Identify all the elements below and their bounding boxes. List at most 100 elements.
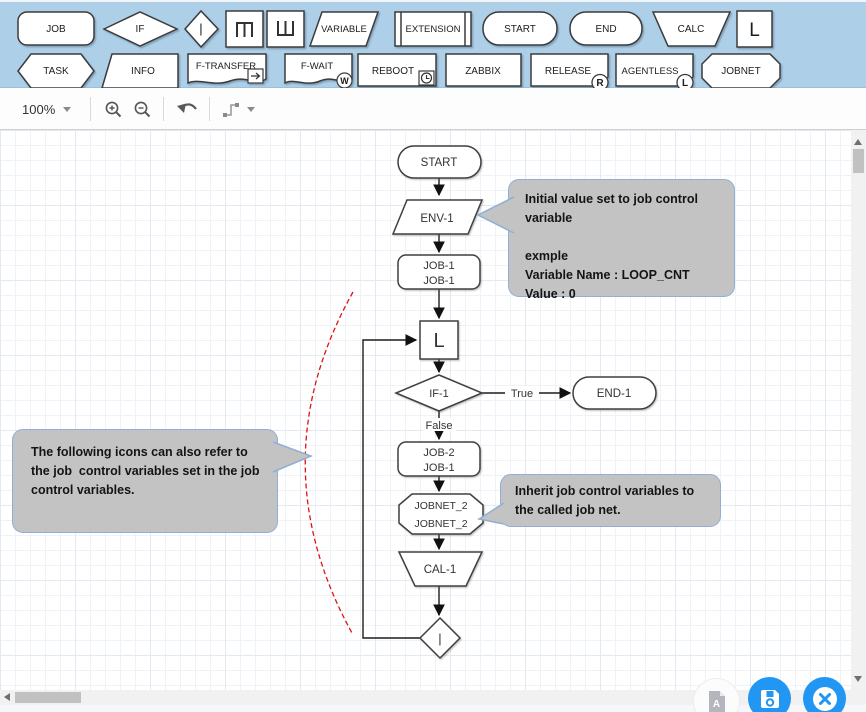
chevron-down-icon (247, 106, 255, 112)
node-loop-end[interactable]: | (418, 616, 462, 660)
palette-item-task[interactable]: TASK (17, 53, 95, 88)
svg-text:AGENTLESS: AGENTLESS (621, 66, 678, 77)
svg-text:JOB-1: JOB-1 (423, 260, 454, 272)
callout-initial-value[interactable]: Initial value set to job control variabl… (508, 179, 735, 301)
palette-item-extension[interactable]: EXTENSION (394, 11, 472, 47)
svg-text:END: END (595, 24, 616, 35)
palette-item-zabbix[interactable]: ZABBIX (445, 53, 522, 87)
palette-item-end[interactable]: END (569, 11, 643, 46)
red-brace-annotation (304, 291, 354, 634)
palette-item-reboot[interactable]: REBOOT (357, 53, 437, 87)
scroll-down-icon[interactable] (854, 676, 862, 682)
scroll-left-icon[interactable] (4, 693, 10, 701)
svg-text:JOBNET: JOBNET (721, 66, 760, 77)
callout-spacer (525, 228, 724, 247)
palette-item-start[interactable]: START (482, 11, 558, 46)
horizontal-scroll-thumb[interactable] (15, 692, 81, 703)
status-strip (0, 705, 866, 712)
zoom-in-button[interactable] (104, 88, 123, 130)
palette-item-agentless[interactable]: AGENTLESS L (615, 53, 694, 88)
palette-item-jobnet[interactable]: JOBNET (701, 53, 781, 88)
save-floppy-icon (760, 689, 779, 708)
svg-text:INFO: INFO (131, 66, 155, 77)
svg-text:A: A (712, 699, 719, 710)
palette-item-loop-l[interactable]: L (736, 10, 773, 48)
node-loop-l[interactable]: L (419, 320, 459, 360)
svg-text:ENV-1: ENV-1 (420, 213, 453, 225)
chevron-down-icon (63, 106, 72, 112)
arrow-right-badge-icon (251, 72, 261, 80)
palette-item-loop-start[interactable] (225, 10, 264, 48)
svg-text:JOB-1: JOB-1 (423, 462, 454, 474)
close-x-icon (812, 686, 837, 711)
node-cal-1[interactable]: CAL-1 (397, 551, 484, 587)
palette-item-calc[interactable]: CALC (651, 11, 732, 47)
svg-text:VARIABLE: VARIABLE (321, 24, 367, 35)
palette-item-job[interactable]: JOB (17, 11, 95, 46)
undo-button[interactable] (176, 88, 200, 130)
svg-text:JOB-2: JOB-2 (423, 447, 454, 459)
callout-text: The following icons can also refer to th… (31, 445, 263, 497)
svg-text:START: START (421, 157, 458, 169)
node-job-2[interactable]: JOB-2 JOB-1 (397, 441, 481, 477)
node-jobnet-2[interactable]: JOBNET_2 JOBNET_2 (398, 493, 484, 535)
svg-text:R: R (596, 78, 604, 88)
diagram-canvas[interactable]: True False START ENV-1 JOB-1 JOB-1 (0, 130, 851, 690)
svg-text:JOBNET_2: JOBNET_2 (414, 500, 467, 512)
svg-text:CALC: CALC (678, 24, 705, 35)
connector-style-dropdown[interactable] (221, 88, 255, 130)
palette-item-variable[interactable]: VARIABLE (308, 11, 380, 47)
palette-item-f-transfer[interactable]: F-TRANSFER (187, 53, 267, 85)
export-pdf-button[interactable]: A (693, 678, 740, 712)
palette-item-if[interactable]: IF (102, 11, 179, 47)
palette-item-loop-end[interactable] (266, 10, 305, 48)
palette-item-f-wait[interactable]: F-WAIT W (284, 53, 353, 88)
svg-text:False: False (426, 420, 453, 432)
svg-text:ZABBIX: ZABBIX (465, 66, 501, 77)
svg-text:REBOOT: REBOOT (372, 66, 414, 77)
toolbar-divider (209, 97, 210, 121)
zoom-out-button[interactable] (133, 88, 152, 130)
close-button[interactable] (803, 677, 846, 712)
svg-text:RELEASE: RELEASE (545, 66, 591, 77)
palette-item-loop-pipe[interactable]: | (183, 9, 220, 49)
svg-text:CAL-1: CAL-1 (424, 564, 457, 576)
palette-item-release[interactable]: RELEASE R (530, 53, 609, 88)
shape-palette-toolbar: JOB IF | VARIABLE (0, 0, 866, 88)
toolbar-divider (90, 97, 91, 121)
node-env-1[interactable]: ENV-1 (391, 199, 484, 235)
callout-text: exmple (525, 249, 569, 263)
clock-badge-icon (420, 72, 433, 84)
svg-text:IF-1: IF-1 (429, 388, 449, 400)
node-if-1[interactable]: IF-1 (394, 374, 484, 412)
svg-text:IF: IF (136, 24, 145, 35)
callout-text: Initial value set to job control variabl… (525, 192, 702, 225)
callout-text: Inherit job control variables to the cal… (515, 484, 698, 517)
zoom-level-value: 100% (22, 101, 56, 117)
callout-inherit[interactable]: Inherit job control variables to the cal… (500, 474, 721, 527)
svg-text:TASK: TASK (43, 66, 69, 77)
horizontal-scrollbar[interactable] (0, 690, 866, 705)
svg-text:L: L (749, 20, 760, 41)
node-start[interactable]: START (397, 145, 482, 179)
zoom-level-dropdown[interactable]: 100% (22, 88, 72, 130)
callout-tail (272, 441, 314, 473)
palette-item-info[interactable]: INFO (101, 53, 179, 88)
vertical-scroll-thumb[interactable] (853, 149, 864, 173)
callout-icons-refer[interactable]: The following icons can also refer to th… (12, 429, 278, 533)
callout-tail (476, 196, 515, 234)
scroll-up-icon[interactable] (854, 139, 862, 145)
svg-text:F-WAIT: F-WAIT (301, 61, 334, 72)
svg-text:F-TRANSFER: F-TRANSFER (196, 61, 256, 72)
node-job-1[interactable]: JOB-1 JOB-1 (397, 254, 481, 290)
pdf-file-icon: A (708, 690, 725, 712)
vertical-scrollbar[interactable] (851, 130, 866, 690)
save-button[interactable] (748, 677, 791, 712)
node-end-1[interactable]: END-1 (572, 376, 657, 410)
zoom-in-icon (105, 101, 122, 117)
svg-text:END-1: END-1 (597, 388, 632, 400)
svg-text:L: L (433, 330, 444, 352)
svg-text:W: W (340, 76, 349, 86)
svg-text:EXTENSION: EXTENSION (406, 24, 461, 35)
